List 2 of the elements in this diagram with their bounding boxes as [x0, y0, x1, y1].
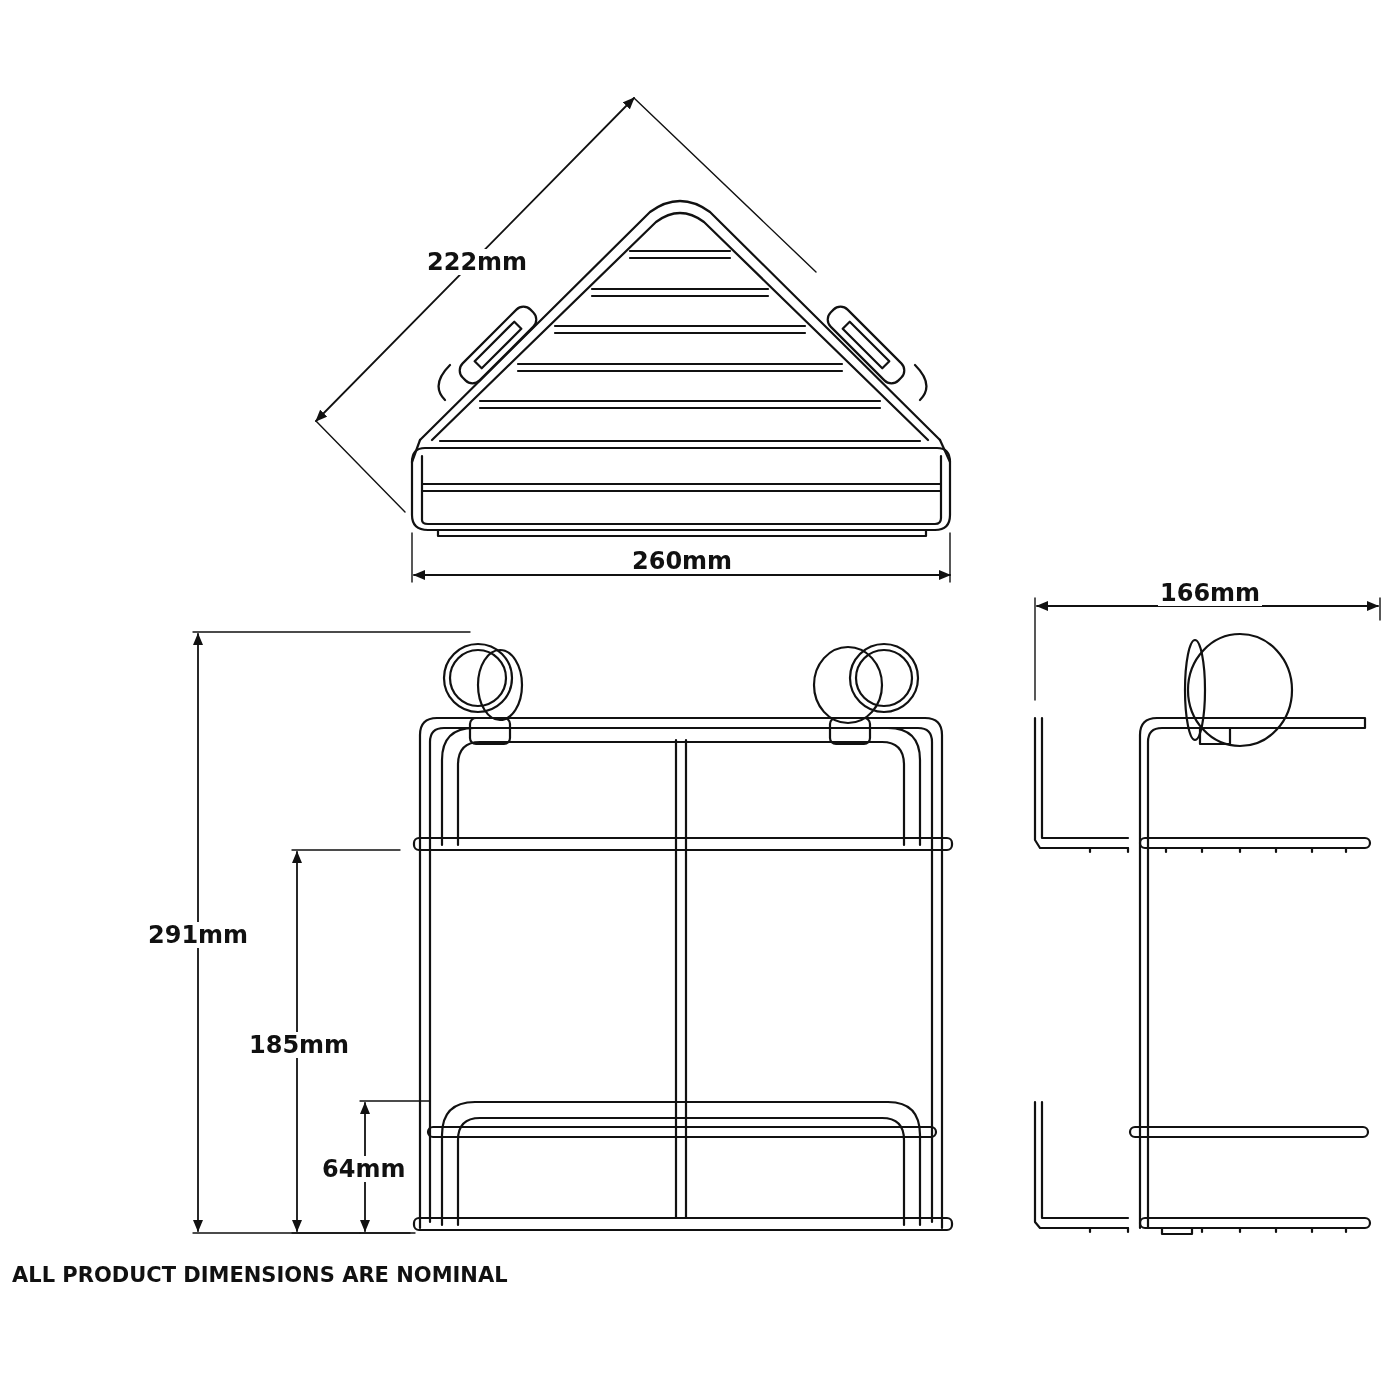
note-text: ALL PRODUCT DIMENSIONS ARE NOMINAL: [11, 1264, 509, 1287]
dimension-label: 166mm: [1158, 580, 1263, 606]
